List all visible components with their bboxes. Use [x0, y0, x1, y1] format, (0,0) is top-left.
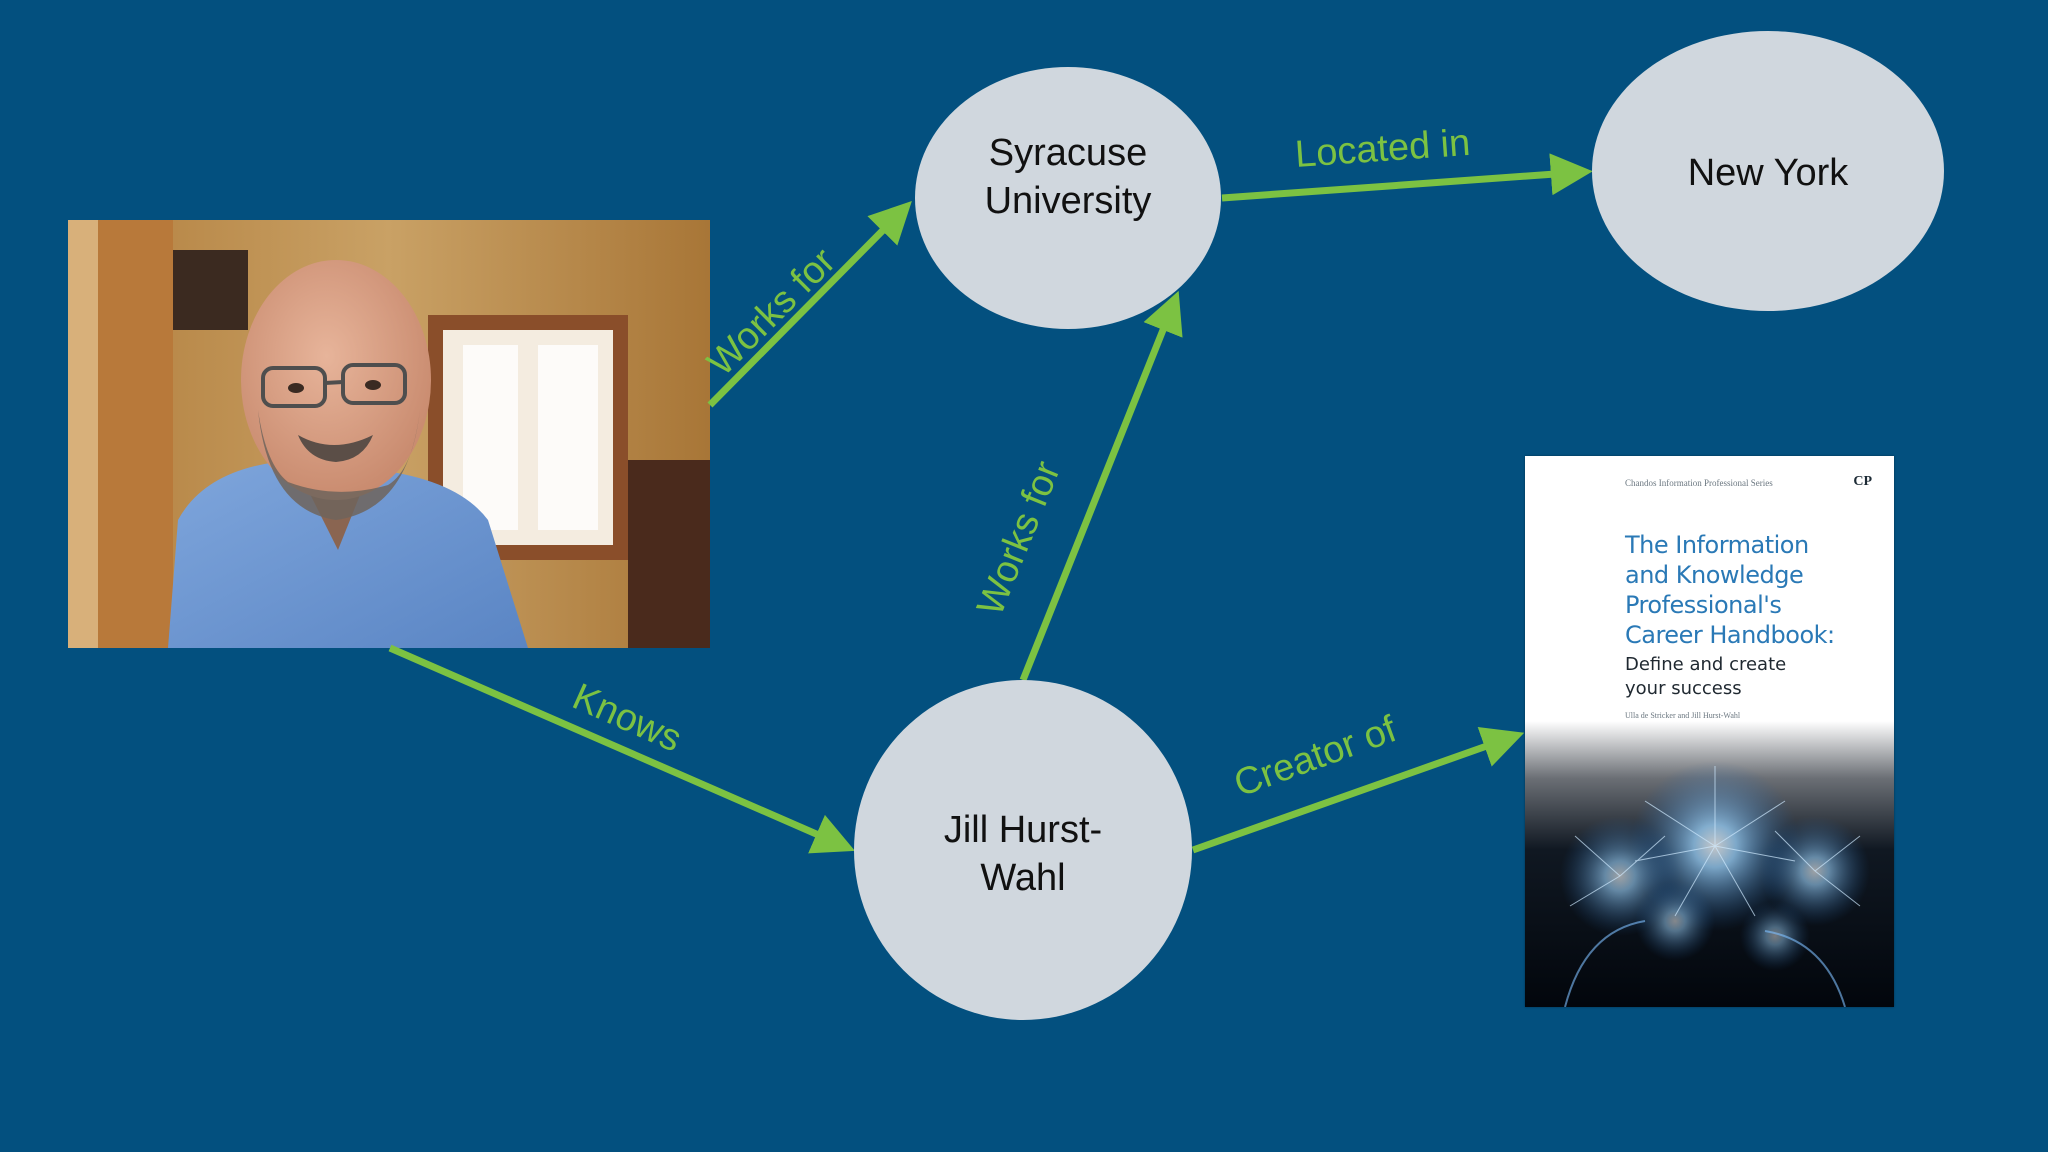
book-title: The Information and Knowledge Profession… — [1625, 531, 1835, 649]
fireworks-artwork — [1525, 721, 1894, 1007]
publisher-logo: CP — [1853, 474, 1872, 489]
edge-label-located-in: Located in — [1294, 122, 1472, 176]
book-subtitle: Define and create your success — [1625, 654, 1787, 699]
node-jill-shape — [854, 680, 1192, 1020]
person-photo — [68, 220, 710, 648]
node-jill-line2: Wahl — [980, 857, 1065, 899]
node-new-york-shape — [1592, 31, 1944, 311]
edge-syracuse-to-new-york — [1221, 153, 1593, 202]
node-new-york: New York — [1592, 31, 1944, 311]
node-new-york-label: New York — [1688, 152, 1850, 194]
edge-label-creator-of: Creator of — [1229, 708, 1403, 805]
edge-jill-to-book — [1191, 726, 1525, 854]
book-series-text: Chandos Information Professional Series — [1625, 478, 1773, 488]
edge-label-works-for-photo: Works for — [700, 240, 844, 384]
edge-jill-to-syracuse — [1019, 290, 1183, 682]
book-cover: Chandos Information Professional Series … — [1525, 456, 1894, 1007]
node-jill-line1: Jill Hurst- — [944, 809, 1102, 851]
node-syracuse-line2: University — [985, 180, 1152, 222]
node-syracuse-shape — [915, 67, 1221, 329]
person-photo-image — [68, 220, 710, 648]
edge-photo-to-jill — [388, 644, 855, 854]
node-syracuse-line1: Syracuse — [989, 132, 1147, 174]
edge-photo-to-syracuse — [707, 201, 912, 408]
node-jill-hurst-wahl: Jill Hurst- Wahl — [854, 680, 1192, 1020]
node-syracuse-university: Syracuse University — [915, 67, 1221, 329]
book-authors: Ulla de Stricker and Jill Hurst-Wahl — [1625, 711, 1741, 720]
